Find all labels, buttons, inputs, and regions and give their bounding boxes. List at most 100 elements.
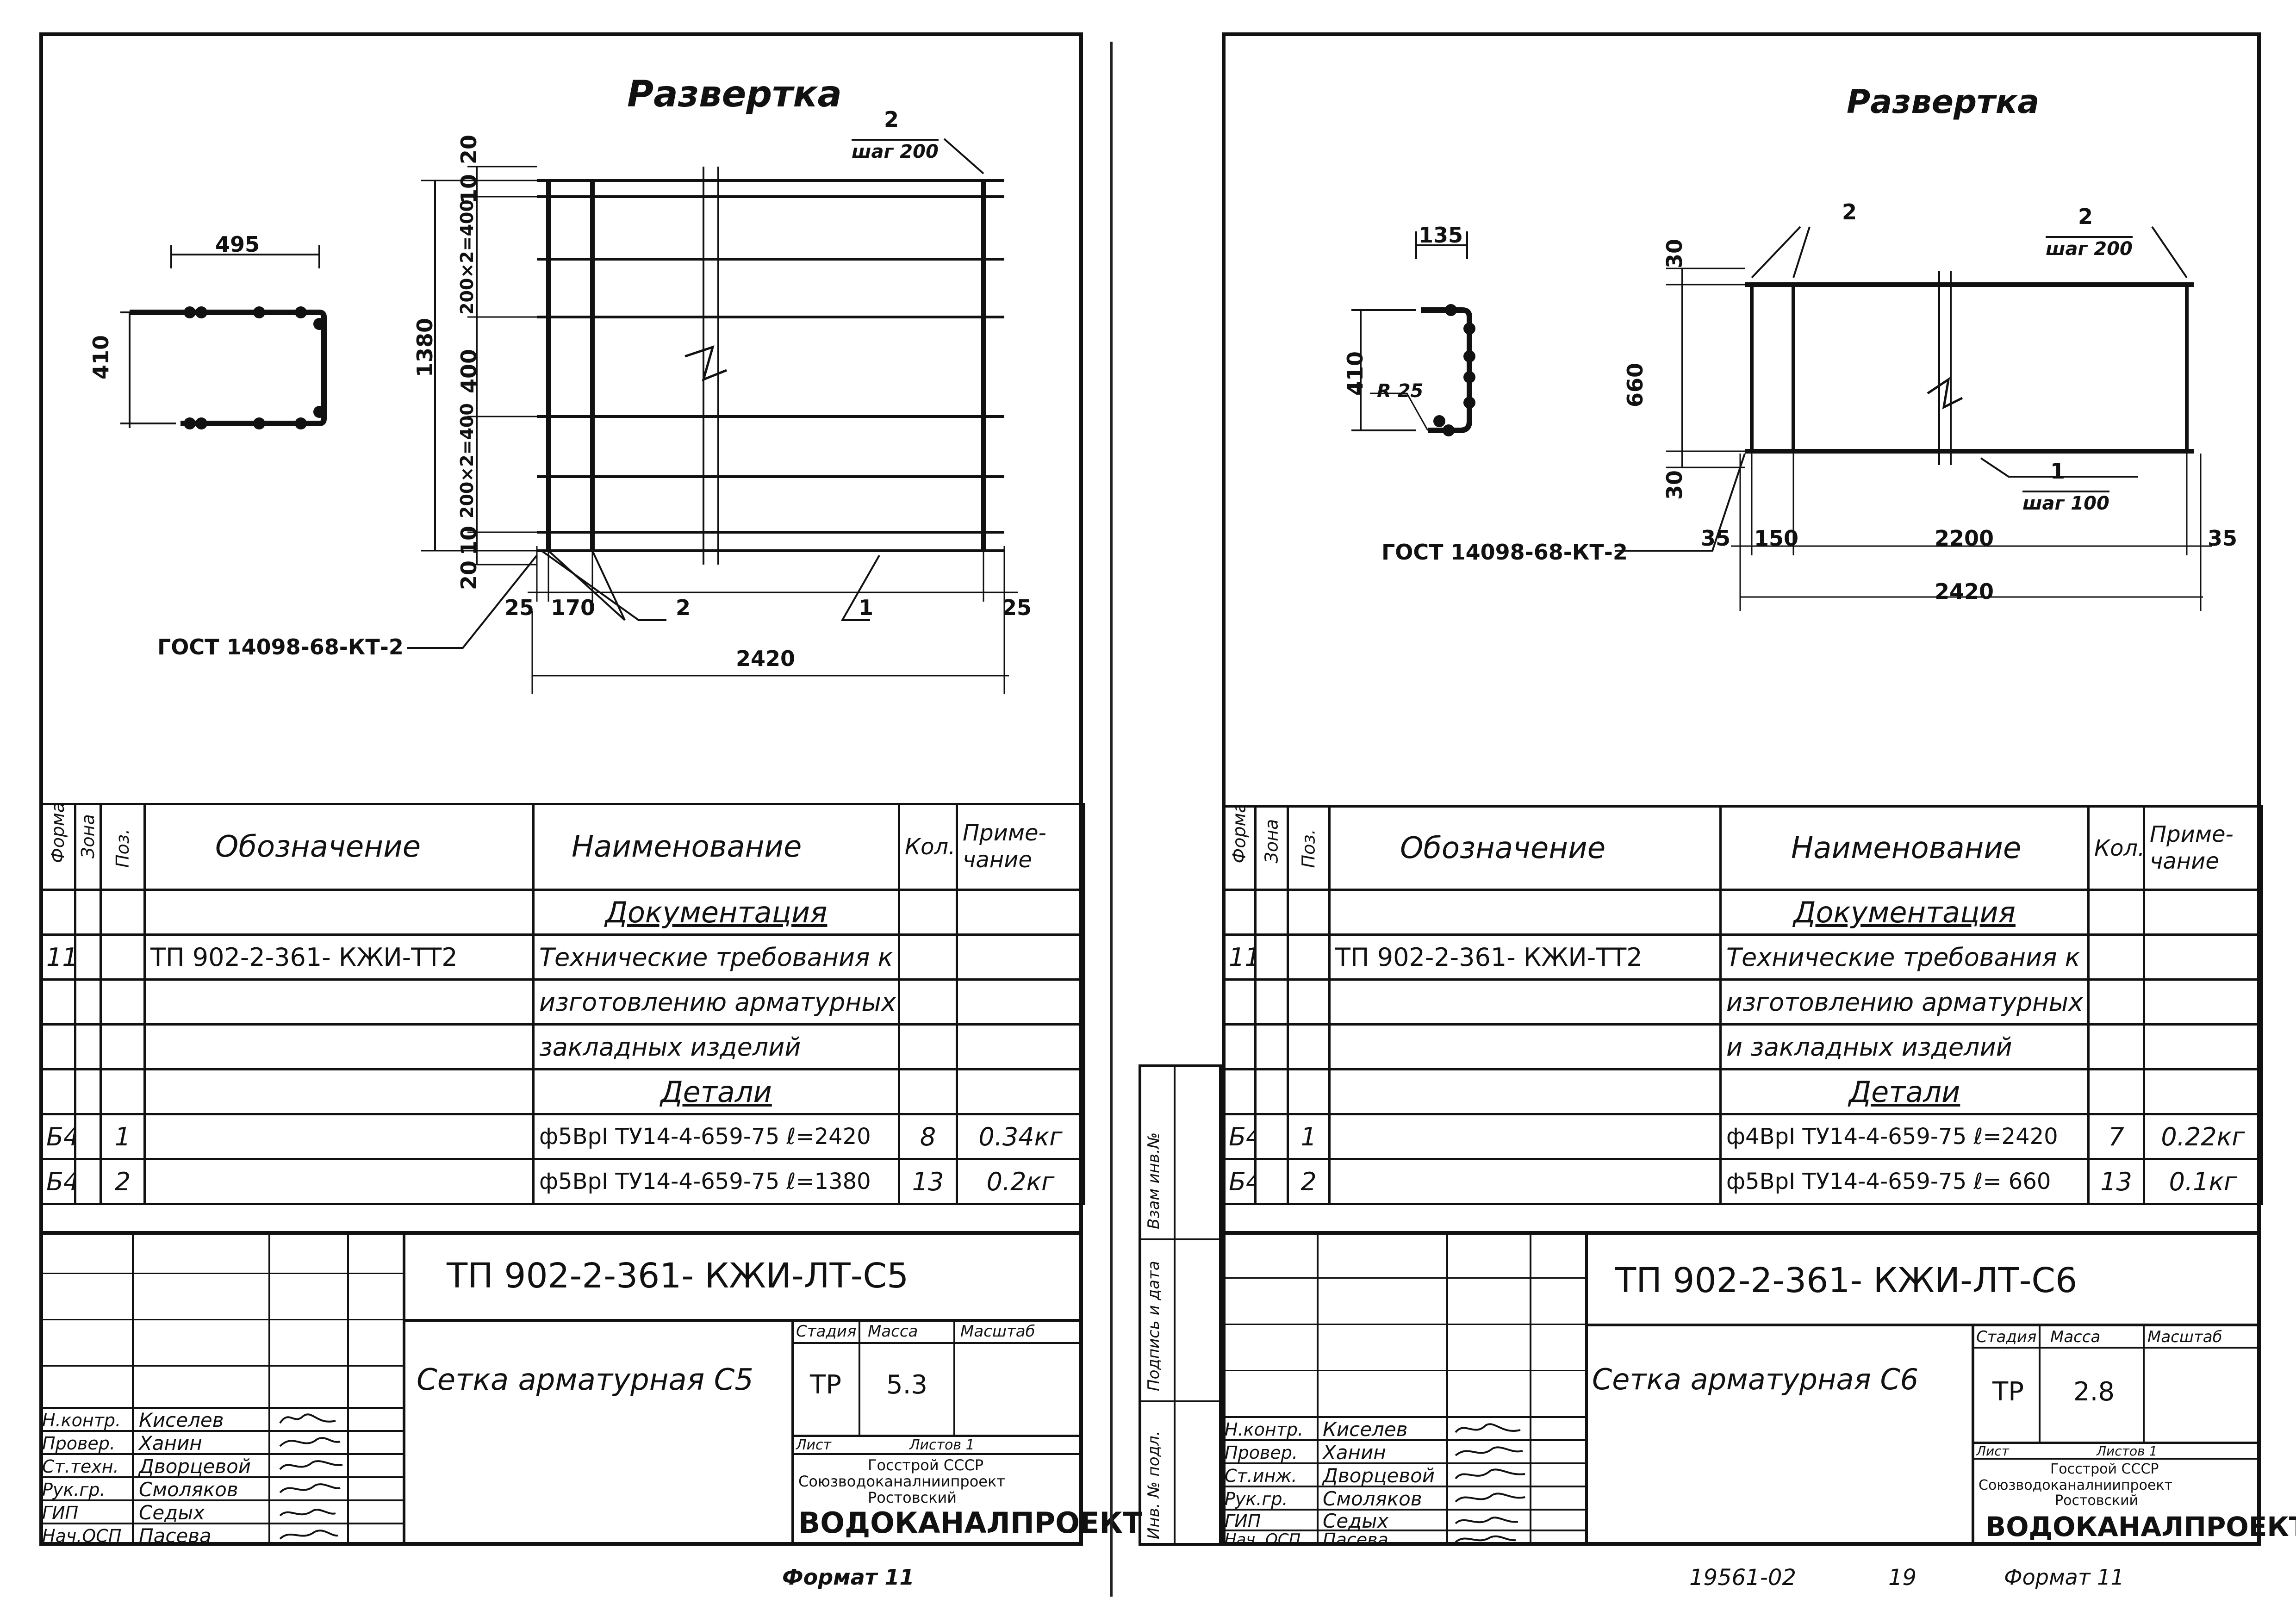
col-note: Приме-чание	[956, 803, 1085, 891]
role-5: ГИП	[42, 1503, 79, 1523]
title-stage-label: Стадия	[1976, 1328, 2037, 1346]
doc-line-3: закладных изделий	[532, 1023, 900, 1070]
title-org-1: Госстрой СССР	[2050, 1461, 2159, 1477]
role-2: Провер.	[1225, 1443, 1298, 1463]
sheet-left-dim-upper-step: 200×2=400	[457, 199, 477, 315]
name-4: Смоляков	[1323, 1487, 1422, 1510]
sheet-left-mesh-drawing	[407, 138, 1018, 694]
section-parts: Детали	[1719, 1068, 2090, 1115]
name-2: Ханин	[1323, 1441, 1386, 1464]
title-org-2: Союзводоканалниипроект	[1979, 1477, 2172, 1493]
col-name: Наименование	[1719, 805, 2090, 891]
sheet-left-dim-10-bottom: 10	[456, 525, 481, 555]
doc-line-2: изготовлению арматурных	[1719, 978, 2090, 1026]
col-format: Формат	[39, 803, 76, 891]
title-mass: 5.3	[886, 1370, 928, 1400]
sheet-left-pos2-step: шаг 200	[852, 139, 939, 161]
role-5: ГИП	[1225, 1511, 1261, 1531]
name-3: Дворцевой	[139, 1455, 251, 1478]
name-1: Киселев	[1323, 1418, 1408, 1441]
signatures-left	[279, 1413, 343, 1540]
sheet-right	[1222, 32, 2261, 1546]
title-stage: ТР	[1992, 1377, 2024, 1407]
sheet-right-mesh-drawing	[1615, 226, 2212, 611]
sheet-left-dim-20-bottom: 20	[456, 560, 481, 590]
col-zone: Зона	[74, 803, 102, 891]
sheet-right-stamp: 19561-02	[1689, 1565, 1797, 1591]
sheet-right-page-no: 19	[1888, 1565, 1917, 1591]
title-sheet-label: Лист	[796, 1437, 832, 1453]
role-1: Н.контр.	[1225, 1419, 1304, 1440]
role-6: Нач. ОСП	[1225, 1530, 1301, 1549]
title-sheets-label: Листов 1	[2097, 1443, 2158, 1459]
name-5: Седых	[139, 1501, 205, 1524]
name-2: Ханин	[139, 1432, 202, 1455]
table-row: Б4 2 ф5ВрI ТУ14-4-659-75 ℓ=1380 13 0.2кг	[39, 1158, 1085, 1205]
col-designation: Обозначение	[143, 803, 535, 891]
title-sheet-label: Лист	[1976, 1443, 2009, 1459]
section-documentation: Документация	[1719, 889, 2090, 936]
doc-format: 11	[1222, 933, 1257, 981]
title-org-2: Союзводоканалниипроект	[798, 1473, 1005, 1490]
name-6: Пасева	[1323, 1530, 1388, 1550]
sheet-right-gost: ГОСТ 14098-68-КТ-2	[1381, 540, 1628, 565]
col-pos: Поз.	[1287, 805, 1331, 891]
role-6: Нач.ОСП	[42, 1526, 122, 1546]
doc-format: 11	[39, 933, 76, 981]
title-org-4: ВОДОКАНАЛПРОЕКТ	[1985, 1511, 2296, 1542]
title-mass-label: Масса	[868, 1322, 918, 1341]
title-sheets-label: Листов 1	[909, 1437, 975, 1453]
sheet-right-pos2-step: шаг 200	[2046, 236, 2133, 258]
sheet-right-title-block: ТП 902-2-361- КЖИ-ЛТ-С6 Сетка арматурная…	[1222, 1231, 2296, 1550]
sheet-right-format-note: Формат 11	[2004, 1565, 2124, 1590]
table-row: Б4 1 ф5ВрI ТУ14-4-659-75 ℓ=2420 8 0.34кг	[39, 1113, 1085, 1160]
section-documentation: Документация	[532, 889, 900, 936]
table-row: Б4 1 ф4ВрI ТУ14-4-659-75 ℓ=2420 7 0.22кг	[1222, 1113, 2263, 1160]
side-strip-sign: Подпись и дата	[1145, 1261, 1163, 1391]
table-row: Б4 2 ф5ВрI ТУ14-4-659-75 ℓ= 660 13 0.1кг	[1222, 1158, 2263, 1205]
sheet-right-dim-left-35: 35	[1701, 526, 1731, 551]
sheet-right-side-strip: Инв. № подл. Подпись и дата Взам инв.№	[1139, 1064, 1222, 1546]
sheet-right-pos1-step: шаг 100	[2022, 491, 2109, 513]
sheet-left-section-drawing	[120, 245, 327, 429]
role-3: Ст.инж.	[1225, 1466, 1297, 1486]
sheet-left-section-height: 410	[88, 335, 113, 379]
doc-designation: ТП 902-2-361- КЖИ-ТТ2	[1328, 933, 1722, 981]
doc-line-2: изготовлению арматурных и	[532, 978, 900, 1026]
name-4: Смоляков	[139, 1478, 238, 1501]
sheet-left-dim-length-total: 2420	[736, 646, 796, 671]
name-6: Пасева	[139, 1524, 212, 1547]
sheet-right-dim-30-bottom: 30	[1662, 470, 1687, 500]
sheet-right-section-drawing	[1351, 231, 1475, 436]
sheet-right-heading: Развертка	[1847, 83, 2040, 121]
section-parts: Детали	[532, 1068, 900, 1115]
sheet-left-section-width: 495	[215, 232, 260, 257]
title-org-3: Ростовский	[868, 1489, 957, 1506]
sheet-right-pos2-top: 2	[2078, 204, 2093, 229]
sheet-left-dim-20-top: 20	[456, 134, 481, 164]
title-code: ТП 902-2-361- КЖИ-ЛТ-С5	[447, 1256, 909, 1296]
sheet-left-pos1: 1	[859, 595, 874, 620]
sheet-right-dim-height-total: 660	[1623, 362, 1648, 407]
sheet-left-spec-table: Формат Зона Поз. Обозначение Наименовани…	[39, 803, 1085, 1205]
title-org-1: Госстрой СССР	[868, 1456, 984, 1474]
col-name: Наименование	[532, 803, 900, 891]
sheet-right-dim-left-150: 150	[1754, 526, 1799, 551]
title-code: ТП 902-2-361- КЖИ-ЛТ-С6	[1615, 1261, 2078, 1300]
doc-line-3: и закладных изделий	[1719, 1023, 2090, 1070]
sheet-right-radius: R 25	[1377, 380, 1424, 402]
sheet-left-dim-left-25: 25	[504, 595, 535, 620]
role-2: Провер.	[42, 1433, 115, 1454]
name-5: Седых	[1323, 1510, 1389, 1532]
col-designation: Обозначение	[1328, 805, 1722, 891]
sheet-right-pos2-left: 2	[1842, 199, 1857, 224]
col-qty: Кол.	[898, 803, 958, 891]
side-strip-replace: Взам инв.№	[1145, 1132, 1163, 1229]
sheet-left-dim-height-total: 1380	[412, 317, 437, 377]
sheet-right-dim-30-top: 30	[1662, 238, 1687, 268]
doc-designation: ТП 902-2-361- КЖИ-ТТ2	[143, 933, 535, 981]
sheet-left-pos2-top: 2	[884, 107, 899, 132]
role-4: Рук.гр.	[1225, 1489, 1288, 1509]
col-note: Приме-чание	[2143, 805, 2263, 891]
name-3: Дворцевой	[1323, 1464, 1435, 1487]
